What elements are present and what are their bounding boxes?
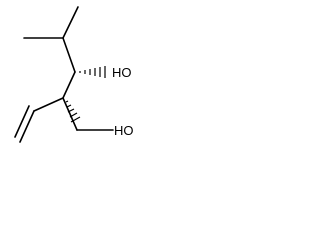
- structure-diagram: HO HO: [14, 6, 134, 143]
- bond-c2-vinyl: [33, 97, 64, 112]
- bond-vinyl-double-b: [14, 105, 30, 138]
- hashed-wedge-c3-oh: [79, 66, 106, 78]
- bond-methyl-top: [62, 6, 79, 39]
- skeleton-bonds: [14, 6, 114, 143]
- hashed-wedge-c2-ch2: [65, 100, 81, 123]
- hydroxyl-label-upper: HO: [112, 65, 132, 80]
- bond-c2-ch2: [62, 97, 78, 131]
- bond-c3-c2: [62, 71, 76, 99]
- hydroxyl-label-lower: HO: [114, 123, 134, 138]
- bond-isopropyl-to-c3: [62, 37, 76, 73]
- bond-vinyl-double-a: [19, 110, 35, 143]
